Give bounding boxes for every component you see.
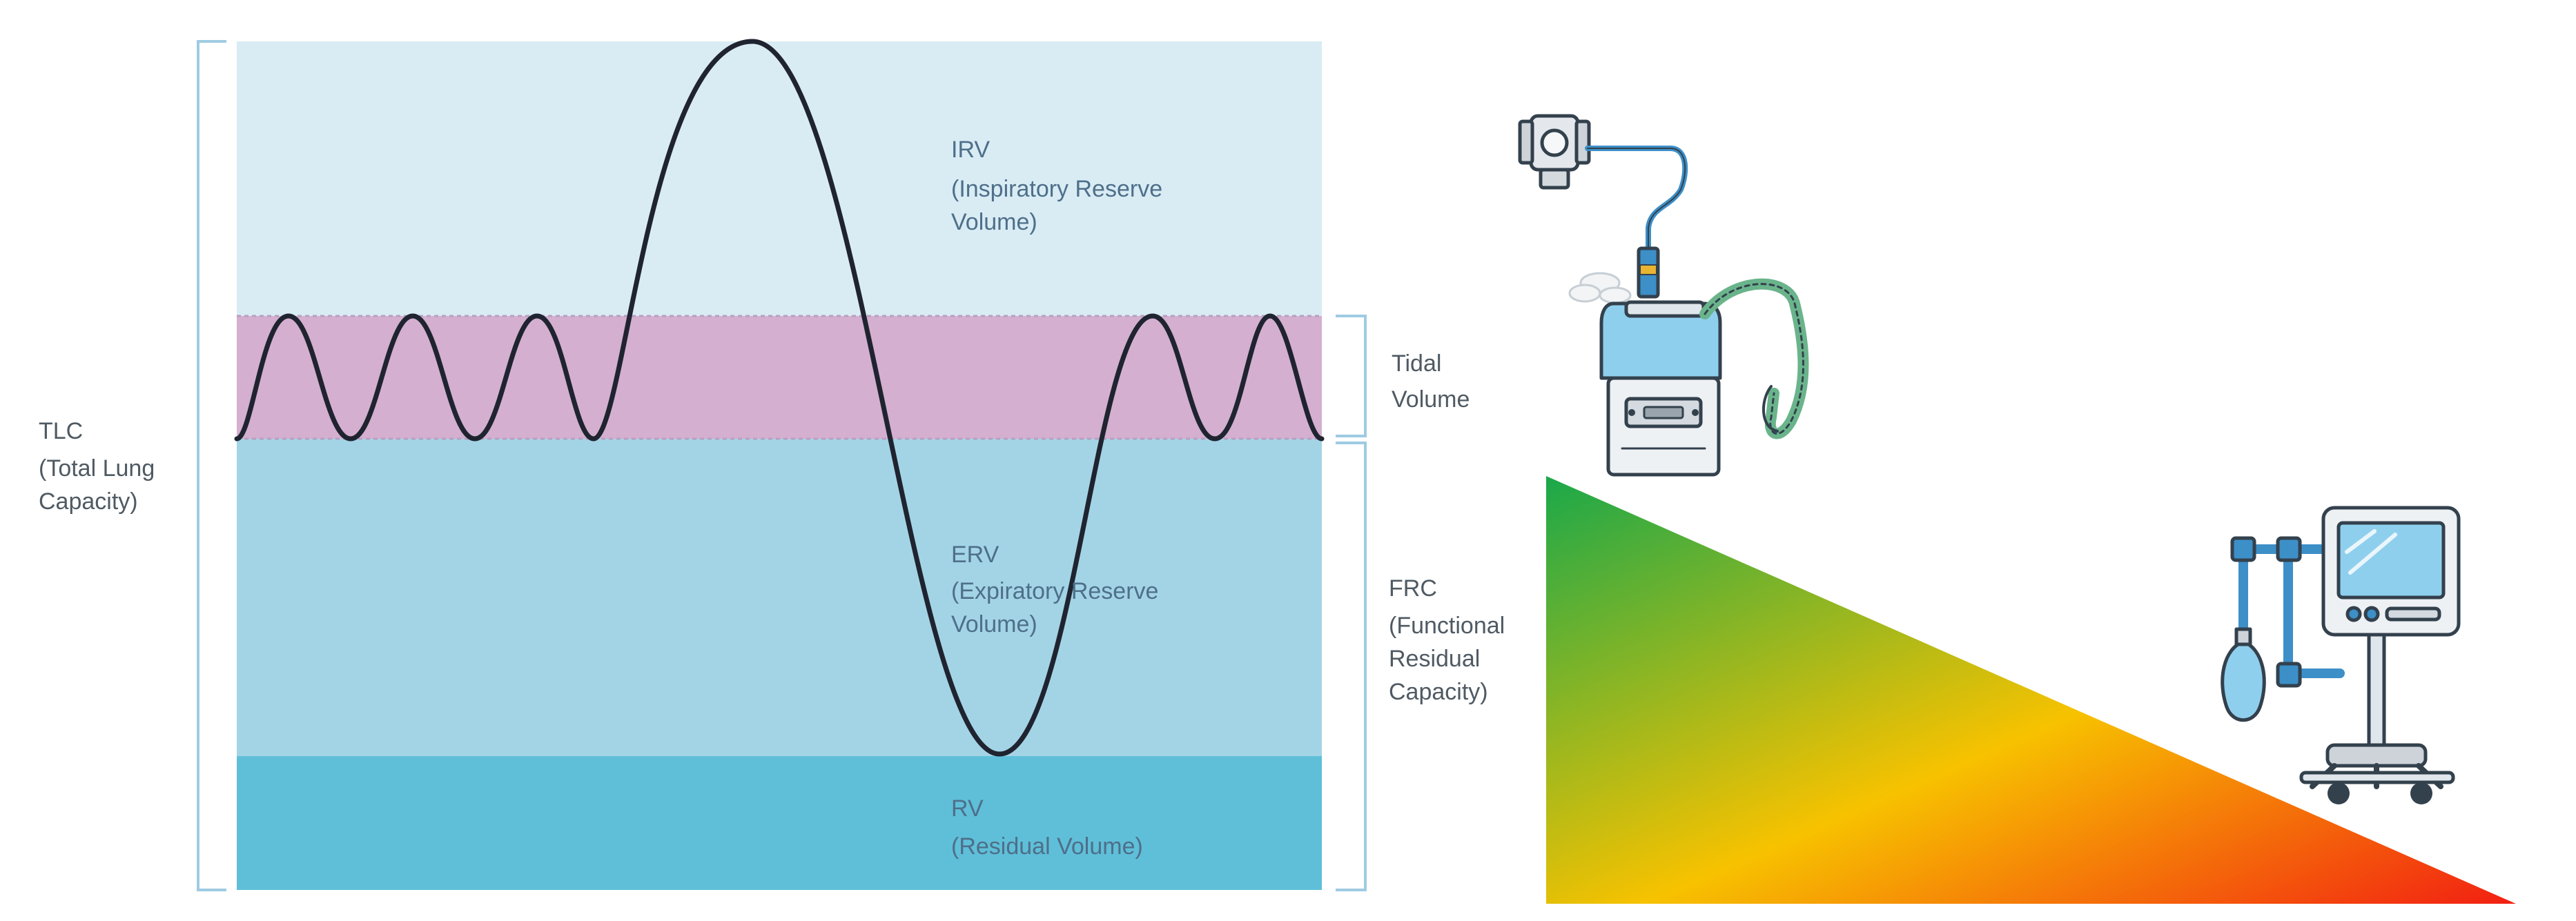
irv-band xyxy=(237,41,1322,316)
irv-desc-line2: Volume) xyxy=(951,209,1037,235)
volume-bands xyxy=(237,41,1322,890)
erv-desc-line1: (Expiratory Reserve xyxy=(951,578,1158,604)
frc-desc-line2: Residual xyxy=(1389,646,1480,672)
irv-desc-line1: (Inspiratory Reserve xyxy=(951,176,1162,202)
cpap-machine-icon xyxy=(1518,114,1809,477)
irv-abbr: IRV xyxy=(951,137,990,163)
tlc-bracket xyxy=(197,40,226,891)
ventilator-icon xyxy=(2221,506,2461,804)
breathing-trace xyxy=(234,39,1325,757)
frc-abbr: FRC xyxy=(1389,575,1437,602)
frc-bracket xyxy=(1336,442,1367,891)
rv-band xyxy=(237,756,1322,890)
erv-abbr: ERV xyxy=(951,542,999,568)
frc-desc-line1: (Functional xyxy=(1389,613,1505,639)
tlc-desc-line2: Capacity) xyxy=(39,488,138,515)
rv-abbr: RV xyxy=(951,795,984,822)
rv-desc-line1: (Residual Volume) xyxy=(951,833,1143,860)
tidal-volume-band xyxy=(237,316,1322,439)
erv-desc-line2: Volume) xyxy=(951,611,1037,637)
tidal-bracket xyxy=(1336,315,1367,437)
tlc-desc-line1: (Total Lung xyxy=(39,455,155,482)
erv-band xyxy=(237,439,1322,756)
frc-desc-line3: Capacity) xyxy=(1389,679,1488,705)
tlc-abbr: TLC xyxy=(39,418,83,444)
tidal-label-line2: Volume xyxy=(1392,386,1470,413)
support-level-gradient-triangle xyxy=(1546,476,2516,904)
tidal-label-line1: Tidal xyxy=(1392,350,1441,377)
